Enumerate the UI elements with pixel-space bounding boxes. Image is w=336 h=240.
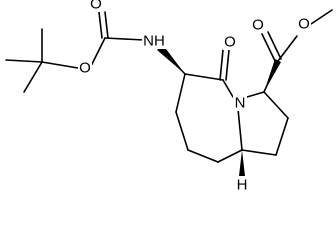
tert-butyl-group [5, 28, 79, 93]
wedge-bridgehead-to-h [239, 150, 245, 176]
bond-c3-ring-to-ch2 [263, 91, 289, 119]
label-bg-ring-nitrogen [233, 95, 247, 111]
bond-ester-carbon-to-methoxy-oxygen [277, 35, 298, 62]
bond-ester-c-o-double-2 [267, 31, 282, 60]
bond-methoxy-oxygen-to-methyl [310, 9, 333, 25]
bond-ester-c-o-double-1 [261, 33, 276, 62]
bond-c2-to-c3 [187, 149, 219, 163]
label-bg-ester-methoxy-oxygen [297, 16, 311, 32]
bond-bridgehead-to-ring-n [237, 108, 243, 151]
bond-carbamate-c-o-double-2 [104, 11, 109, 39]
bond-carbamate-c-o-double-1 [98, 11, 103, 39]
bond-c3-to-bridgehead [217, 149, 243, 163]
wedge-alpha-carbon-to-nh [157, 45, 185, 74]
bond-ch2-to-ch2 [275, 117, 289, 156]
wedge-ring-c3-to-ester [264, 59, 281, 92]
bond-tbu-to-oxygen [41, 61, 79, 69]
eight-membered-ring [175, 49, 243, 163]
ester-methoxy-oxygen-label: O [298, 16, 310, 33]
bond-tbu-methyl-left [5, 59, 43, 63]
label-bg-carbamate-ether-oxygen [78, 60, 92, 76]
bond-carbamate-carbon-to-nh [104, 37, 145, 41]
boc-carbamate [90, 11, 186, 75]
bond-ether-oxygen-to-carbonyl-carbon [90, 37, 106, 67]
bond-c1-to-c2 [175, 111, 189, 151]
bridgehead-hydrogen-label: H [237, 177, 248, 194]
ring-nitrogen-label: N [235, 95, 246, 112]
label-bg-carbamate-nitrogen [142, 33, 166, 49]
amide-carbonyl-oxygen-label: O [224, 34, 236, 51]
bond-ring-n-to-c3-ring [246, 91, 265, 98]
bond-ch2-to-bridgehead [241, 149, 277, 156]
bond-alpha-carbon-to-c1 [175, 73, 186, 113]
pyrrolidine-ring [241, 91, 289, 156]
chemical-structure: O O O O NH O N H [5, 0, 333, 194]
bond-amide-c-o-double-1 [219, 49, 224, 81]
atom-labels: O O O O NH O N H [78, 0, 311, 194]
carbamate-ether-oxygen-label: O [79, 60, 91, 77]
carbamate-nitrogen-label: NH [143, 33, 165, 50]
bond-tbu-methyl-bottom [23, 61, 43, 93]
ester-carbonyl-oxygen-label: O [252, 17, 264, 34]
bond-amide-c-o-double-2 [225, 49, 230, 81]
label-bg-ester-carbonyl-oxygen [251, 17, 265, 33]
carbamate-carbonyl-oxygen-label: O [90, 0, 102, 13]
label-bg-carbamate-carbonyl-oxygen [89, 0, 103, 12]
label-bg-amide-carbonyl-oxygen [223, 34, 237, 50]
bond-amide-carbon-to-ring-n [222, 79, 234, 98]
bond-alpha-carbon-to-amide-carbon [184, 73, 224, 81]
